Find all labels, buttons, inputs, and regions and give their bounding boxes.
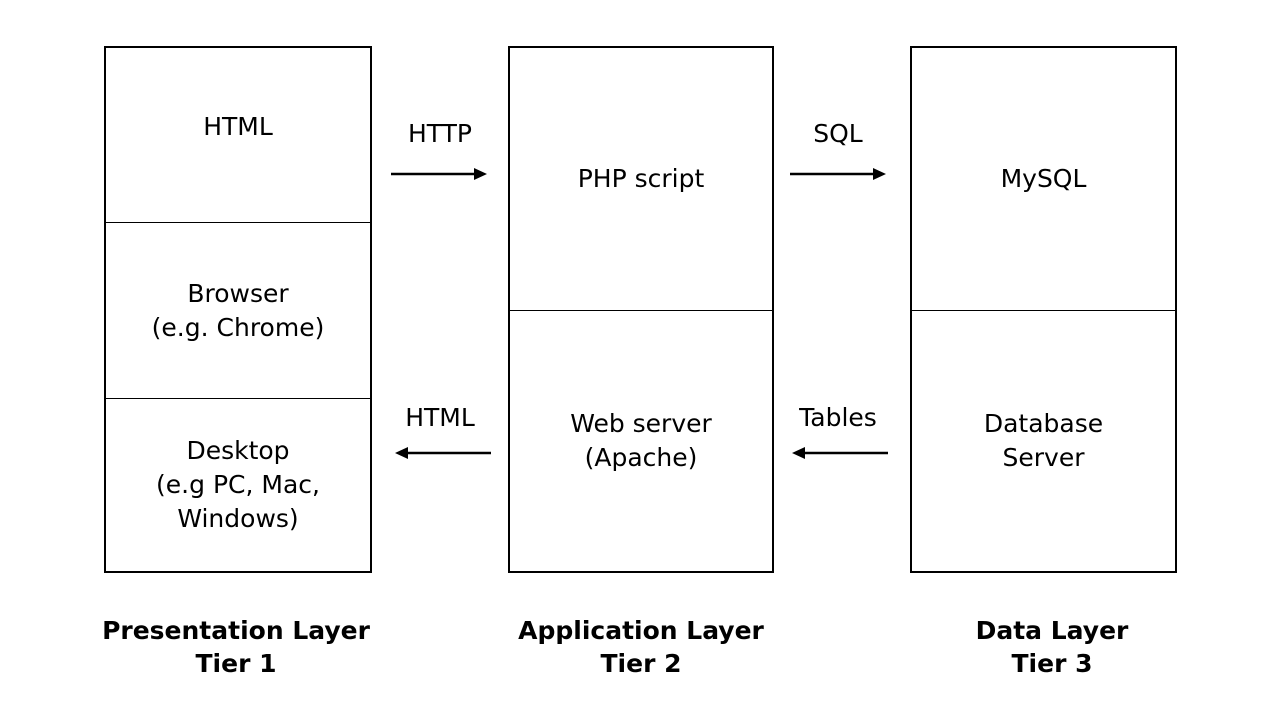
arrow-left-tables: [792, 447, 888, 459]
data-mysql-cell: MySQL: [912, 48, 1175, 310]
presentation-divider-2: [106, 398, 370, 399]
arrow-left-html: [395, 447, 491, 459]
presentation-tier-title: Tier 1: [195, 649, 277, 678]
arrow-right-sql: [790, 168, 886, 180]
presentation-desktop-cell: Desktop (e.g PC, Mac, Windows): [106, 399, 370, 571]
application-tier-box: PHP script Web server (Apache): [508, 46, 774, 573]
presentation-layer-title: Presentation Layer: [102, 616, 370, 645]
application-webserver-cell: Web server (Apache): [510, 311, 772, 571]
presentation-browser-label: Browser (e.g. Chrome): [151, 278, 325, 342]
arrow-label-tables: Tables: [799, 403, 877, 432]
data-tier-title: Tier 3: [1011, 649, 1093, 678]
data-layer-caption: Data Layer Tier 3: [882, 614, 1222, 680]
data-divider: [912, 310, 1175, 311]
presentation-tier-box: HTML Browser (e.g. Chrome) Desktop (e.g …: [104, 46, 372, 573]
presentation-html-label: HTML: [203, 111, 273, 141]
application-divider: [510, 310, 772, 311]
application-php-cell: PHP script: [510, 48, 772, 310]
application-webserver-label: Web server (Apache): [570, 409, 712, 472]
presentation-desktop-label: Desktop (e.g PC, Mac, Windows): [156, 436, 320, 533]
data-tier-box: MySQL Database Server: [910, 46, 1177, 573]
data-mysql-label: MySQL: [1000, 164, 1087, 193]
arrow-label-html: HTML: [405, 403, 475, 432]
arrow-label-http: HTTP: [408, 119, 472, 148]
arrow-label-sql: SQL: [813, 119, 863, 148]
data-dbserver-cell: Database Server: [912, 311, 1175, 571]
presentation-browser-cell: Browser (e.g. Chrome): [106, 223, 370, 398]
data-layer-title: Data Layer: [975, 616, 1129, 645]
data-dbserver-label: Database Server: [983, 409, 1104, 472]
arrow-right-http: [391, 168, 487, 180]
presentation-layer-caption: Presentation Layer Tier 1: [66, 614, 406, 680]
application-layer-caption: Application Layer Tier 2: [471, 614, 811, 680]
presentation-html-cell: HTML: [106, 48, 370, 223]
presentation-divider-1: [106, 222, 370, 223]
application-layer-title: Application Layer: [518, 616, 764, 645]
application-php-label: PHP script: [577, 164, 705, 193]
application-tier-title: Tier 2: [600, 649, 682, 678]
